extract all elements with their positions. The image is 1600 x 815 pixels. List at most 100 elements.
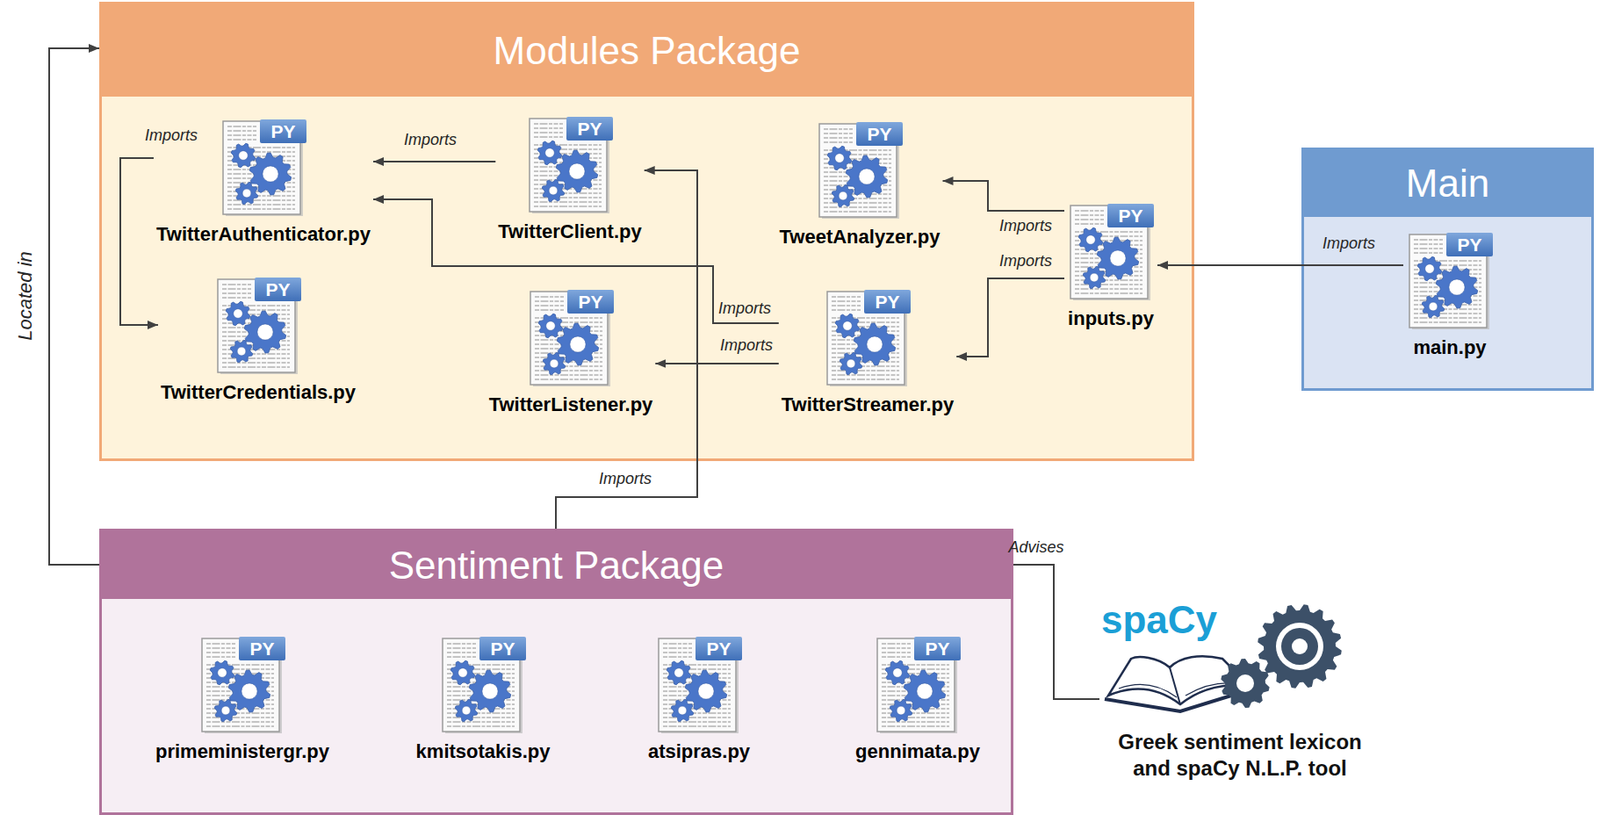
page-text-line — [533, 136, 563, 138]
gear-hole — [893, 668, 903, 678]
py-badge: PY — [914, 636, 961, 661]
file-name: main.py — [1405, 336, 1494, 360]
connector-label: Imports — [999, 217, 1053, 236]
module-file: PY gennimata.py — [852, 634, 983, 764]
page-text-line — [831, 378, 900, 381]
gear-hole — [1425, 264, 1435, 274]
gear-hole — [835, 153, 845, 164]
page-text-line — [881, 720, 950, 723]
gear-hole — [242, 188, 252, 198]
connector-label: Imports — [999, 252, 1053, 271]
file-name: primeministergr.py — [155, 740, 330, 764]
gear-symbol — [230, 339, 253, 363]
gear-hole — [1448, 279, 1465, 296]
page-text-line — [1074, 223, 1104, 225]
py-badge: PY — [1446, 232, 1493, 257]
gear-symbol — [209, 660, 234, 685]
connector-label: Imports — [718, 300, 772, 318]
import-connector — [373, 160, 496, 163]
page-text-line — [446, 647, 476, 649]
page-text-line — [663, 651, 692, 654]
package-box: Sentiment PackagePYprimeministergr.pyPYk… — [99, 528, 1014, 815]
gear-hole — [482, 683, 498, 700]
page-text-line — [222, 288, 252, 290]
file-name: TwitterCredentials.py — [160, 381, 356, 404]
page-text-line — [206, 725, 274, 728]
import-connector — [49, 48, 100, 565]
gear-hole — [545, 148, 555, 159]
gear-hole — [569, 163, 585, 180]
page-text-line — [533, 127, 563, 130]
page-text-line — [831, 374, 900, 376]
page-text-line — [222, 292, 252, 295]
module-file: PYatsipras.py — [645, 634, 753, 764]
page-text-line — [663, 647, 692, 649]
gear-hole — [674, 668, 685, 678]
file-icon-frame: PY — [219, 117, 308, 217]
page-text-line — [1413, 252, 1443, 254]
package-box: MainPY main.py — [1301, 147, 1594, 391]
file-icon-frame: PY — [214, 275, 303, 375]
gear-symbol — [1421, 295, 1445, 318]
module-file: PY main.py — [1403, 230, 1497, 360]
page-text-line — [533, 205, 602, 208]
py-badge: PY — [479, 636, 527, 661]
gear-symbol — [827, 145, 851, 170]
gear-hole — [546, 321, 556, 332]
py-badge: PY — [567, 289, 614, 314]
py-badge: PY — [856, 122, 903, 146]
page-text-line — [222, 361, 290, 364]
page-text-line — [534, 309, 564, 311]
gear-ring — [1275, 622, 1324, 671]
page-text-line — [227, 203, 296, 206]
page-text-line — [823, 136, 853, 139]
connector-label: Imports — [1322, 235, 1376, 253]
gear-hole — [569, 336, 586, 353]
gear-symbol — [835, 313, 859, 338]
gear-hub — [1281, 627, 1319, 665]
gear-hole — [217, 668, 228, 678]
file-name: TwitterListener.py — [489, 393, 654, 417]
file-icon-frame: PY — [815, 120, 904, 219]
gear-hole — [237, 346, 246, 356]
package-heading: Main — [1304, 150, 1592, 217]
file-name: TwitterAuthenticator.py — [156, 223, 371, 246]
gear-hole — [549, 359, 559, 368]
page-text-line — [533, 201, 602, 203]
file-name: TwitterClient.py — [497, 220, 642, 244]
page-text-line — [1074, 214, 1104, 217]
page-text-line — [446, 725, 515, 728]
gear-hole — [1086, 235, 1096, 246]
page-text-line — [1074, 218, 1104, 221]
gear-symbol — [885, 660, 909, 685]
connector-label: Advises — [1008, 539, 1064, 557]
page-text-line — [222, 296, 252, 299]
gear-hole — [458, 668, 469, 678]
page-text-line — [881, 647, 911, 649]
connector-label: Imports — [720, 337, 773, 355]
page-text-line — [831, 300, 861, 303]
page-text-line — [206, 642, 236, 645]
file-icon-frame: PY — [439, 634, 527, 734]
page-text-line — [823, 206, 892, 209]
page-text-line — [227, 125, 257, 128]
page-text-line — [533, 131, 563, 134]
page-text-line — [823, 128, 853, 130]
page-text-line — [881, 651, 911, 654]
page-text-line — [533, 122, 563, 125]
file-name: kmitsotakis.py — [416, 740, 551, 764]
page-text-line — [663, 720, 731, 723]
gear-hole — [1291, 638, 1308, 655]
gear-hole — [262, 165, 279, 182]
gear-symbol — [230, 143, 255, 167]
package-heading: Modules Package — [101, 4, 1192, 97]
module-file: PY TwitterCredentials.py — [158, 275, 359, 404]
gear-hole — [846, 359, 856, 368]
connector-label: Imports — [598, 470, 652, 489]
file-icon-frame: PY — [526, 115, 614, 214]
file-name: inputs.py — [1066, 307, 1155, 331]
page-text-line — [206, 655, 236, 658]
page-text-line — [663, 642, 692, 645]
file-name: gennimata.py — [855, 740, 981, 764]
page-text-line — [1413, 321, 1482, 324]
